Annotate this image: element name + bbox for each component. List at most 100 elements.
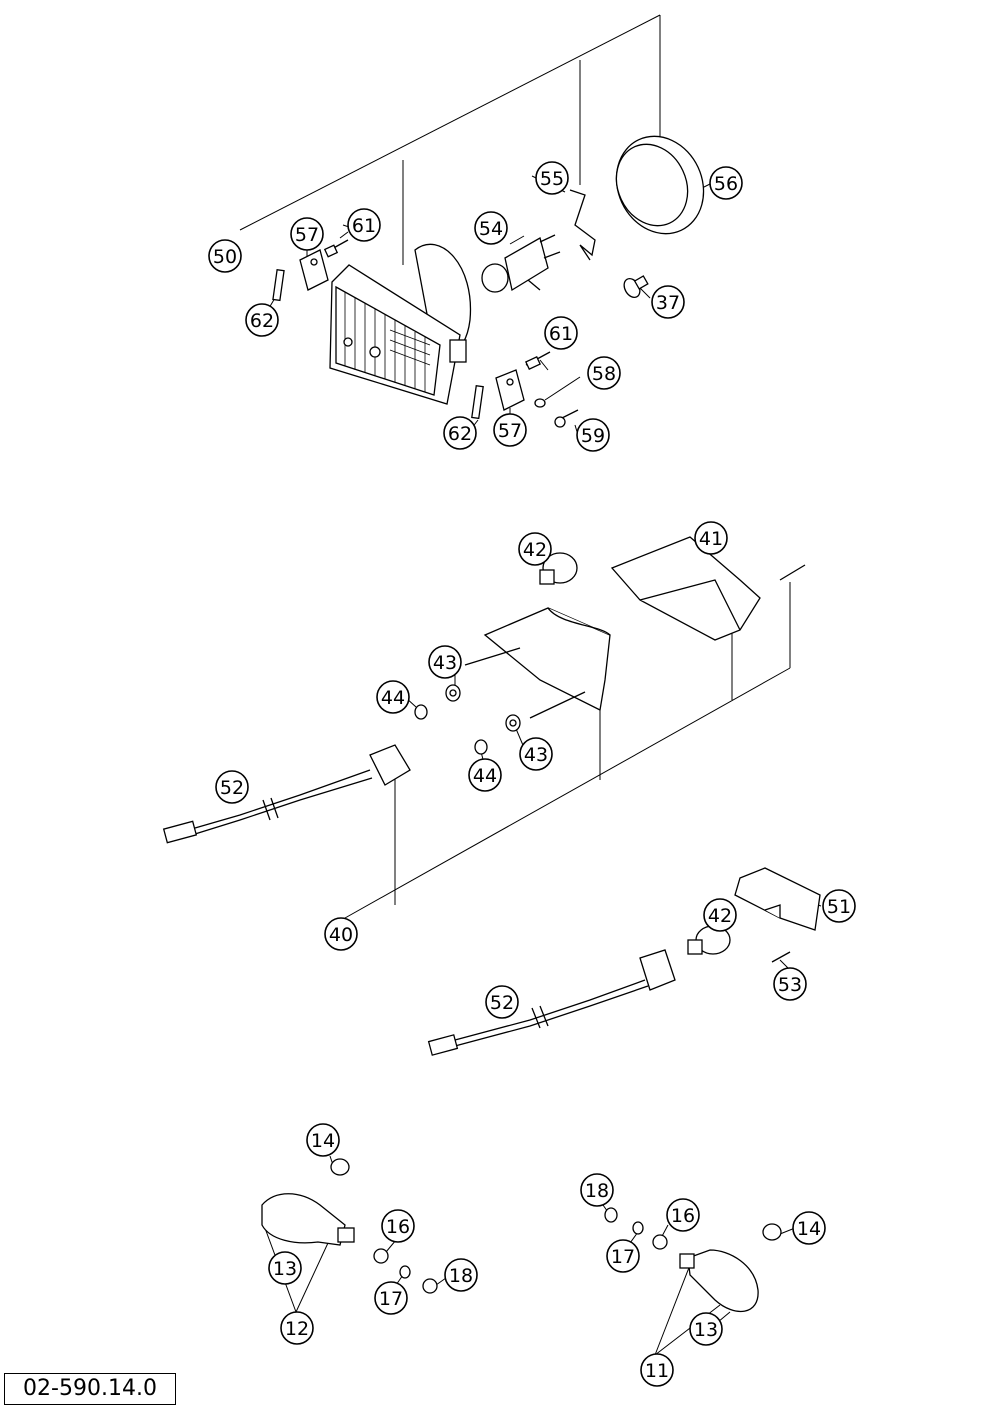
callout-circle xyxy=(306,1123,340,1157)
callout-52: 52 xyxy=(485,985,519,1019)
callout-number: 42 xyxy=(708,905,732,927)
callout-number: 16 xyxy=(671,1205,695,1227)
callout-42: 42 xyxy=(703,898,737,932)
callout-number: 52 xyxy=(220,777,244,799)
bulb-retaining-clip xyxy=(569,189,596,261)
callout-circle xyxy=(640,1353,674,1387)
callout-number: 18 xyxy=(449,1265,473,1287)
callout-number: 44 xyxy=(473,765,497,787)
tail-light-nuts-washers xyxy=(414,684,521,755)
callout-number: 40 xyxy=(329,924,353,946)
callout-57: 57 xyxy=(493,413,527,447)
callout-54: 54 xyxy=(474,211,508,245)
callout-62: 62 xyxy=(443,416,477,450)
callout-circle xyxy=(651,285,685,319)
callout-circle xyxy=(324,917,358,951)
callout-circle xyxy=(544,316,578,350)
headlight-bracket-top xyxy=(272,239,349,302)
callout-number: 50 xyxy=(213,246,237,268)
callout-circle xyxy=(606,1239,640,1273)
callout-number: 11 xyxy=(645,1360,669,1382)
callout-11: 11 xyxy=(640,1353,674,1387)
callout-number: 14 xyxy=(797,1218,821,1240)
callout-13: 13 xyxy=(268,1251,302,1285)
callout-circle xyxy=(208,239,242,273)
callout-58: 58 xyxy=(587,356,621,390)
licence-plate-light-drawing xyxy=(427,867,821,1056)
callout-circle xyxy=(694,521,728,555)
diagram-reference-number: 02-590.14.0 xyxy=(4,1373,176,1405)
callout-circle xyxy=(535,161,569,195)
callout-number: 16 xyxy=(386,1216,410,1238)
headlight-bracket-bottom xyxy=(471,351,579,428)
callout-44: 44 xyxy=(468,758,502,792)
callout-circle xyxy=(376,680,410,714)
callout-43: 43 xyxy=(428,645,462,679)
callout-circle xyxy=(474,211,508,245)
callout-labels: 50 57 61 62 54 55 56 37 61 58 59 62 57 42 41 43 44 43 44 52… xyxy=(208,161,856,1387)
callout-circle xyxy=(518,532,552,566)
callout-circle xyxy=(587,356,621,390)
callout-number: 43 xyxy=(524,744,548,766)
callout-circle xyxy=(792,1211,826,1245)
callout-16: 16 xyxy=(666,1198,700,1232)
callout-number: 53 xyxy=(778,974,802,996)
callout-circle xyxy=(519,737,553,771)
tail-light-assembly-drawing xyxy=(464,536,806,719)
callout-13: 13 xyxy=(689,1312,723,1346)
callout-16: 16 xyxy=(381,1209,415,1243)
callout-40: 40 xyxy=(324,917,358,951)
tail-light-cable xyxy=(162,744,411,844)
callout-number: 17 xyxy=(379,1288,403,1310)
parking-light-bulb xyxy=(623,275,649,298)
callout-53: 53 xyxy=(773,967,807,1001)
callout-number: 58 xyxy=(592,363,616,385)
callout-61: 61 xyxy=(347,208,381,242)
callout-number: 56 xyxy=(714,173,738,195)
callout-circle xyxy=(822,889,856,923)
callout-number: 57 xyxy=(295,224,319,246)
callout-circle xyxy=(268,1251,302,1285)
callout-14: 14 xyxy=(306,1123,340,1157)
callout-number: 12 xyxy=(285,1318,309,1340)
callout-circle xyxy=(493,413,527,447)
callout-number: 41 xyxy=(699,528,723,550)
callout-circle xyxy=(485,985,519,1019)
callout-circle xyxy=(689,1312,723,1346)
callout-56: 56 xyxy=(709,166,743,200)
right-indicator-drawing xyxy=(604,1207,782,1313)
callout-circle xyxy=(245,303,279,337)
callout-number: 62 xyxy=(448,423,472,445)
callout-circle xyxy=(428,645,462,679)
callout-62: 62 xyxy=(245,303,279,337)
callout-number: 54 xyxy=(479,218,503,240)
callout-12: 12 xyxy=(280,1311,314,1345)
callout-number: 13 xyxy=(273,1258,297,1280)
callout-circle xyxy=(709,166,743,200)
callout-18: 18 xyxy=(444,1258,478,1292)
callout-number: 37 xyxy=(656,292,680,314)
callout-circle xyxy=(666,1198,700,1232)
tail-light-bulb xyxy=(539,552,578,585)
callout-number: 13 xyxy=(694,1319,718,1341)
callout-57: 57 xyxy=(290,217,324,251)
callout-51: 51 xyxy=(822,889,856,923)
callout-number: 14 xyxy=(311,1130,335,1152)
headlight-housing-drawing xyxy=(329,243,472,405)
callout-number: 17 xyxy=(611,1246,635,1268)
callout-43: 43 xyxy=(519,737,553,771)
callout-circle xyxy=(280,1311,314,1345)
callout-circle xyxy=(347,208,381,242)
callout-number: 51 xyxy=(827,896,851,918)
callout-circle xyxy=(381,1209,415,1243)
callout-17: 17 xyxy=(374,1281,408,1315)
callout-number: 59 xyxy=(581,425,605,447)
callout-circle xyxy=(468,758,502,792)
callout-circle xyxy=(444,1258,478,1292)
callout-circle xyxy=(443,416,477,450)
callout-number: 55 xyxy=(540,168,564,190)
callout-44: 44 xyxy=(376,680,410,714)
callout-circle xyxy=(374,1281,408,1315)
callout-number: 61 xyxy=(549,323,573,345)
